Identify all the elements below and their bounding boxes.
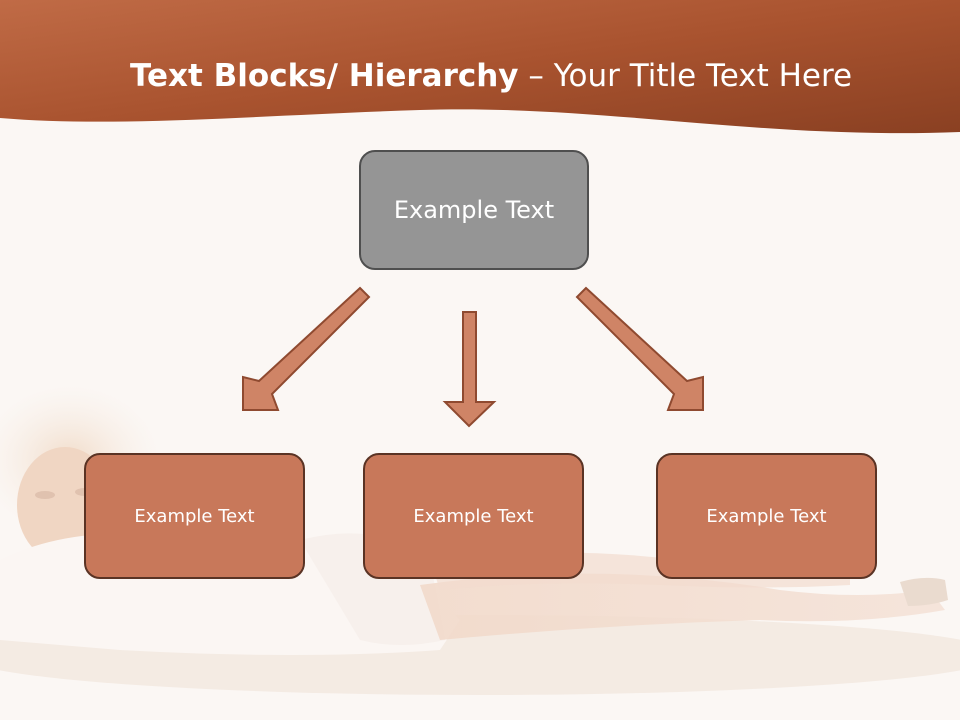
arrow-right — [575, 286, 704, 411]
child-node-label: Example Text — [706, 505, 827, 527]
header-band — [0, 0, 960, 134]
slide-title-bold: Text Blocks/ Hierarchy — [130, 58, 519, 94]
child-node-left: Example Text — [84, 453, 305, 579]
root-node: Example Text — [359, 150, 589, 270]
child-node-center: Example Text — [363, 453, 584, 579]
arrow-left — [242, 286, 371, 411]
child-node-label: Example Text — [134, 505, 255, 527]
arrow-center — [442, 311, 497, 428]
child-node-right: Example Text — [656, 453, 877, 579]
slide-title: Text Blocks/ Hierarchy – Your Title Text… — [130, 54, 930, 98]
child-node-label: Example Text — [413, 505, 534, 527]
root-node-label: Example Text — [393, 196, 555, 224]
slide-title-rest: – Your Title Text Here — [518, 58, 853, 94]
